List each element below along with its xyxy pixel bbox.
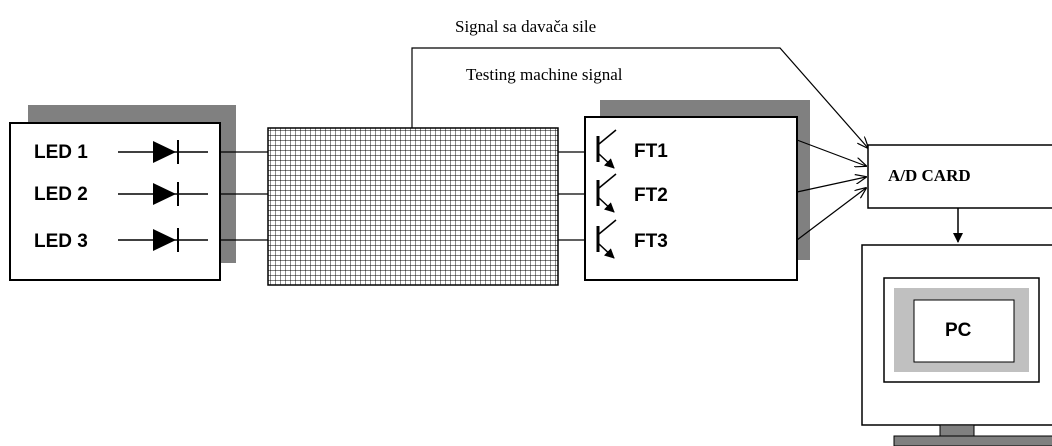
testing-machine-signal-label: Testing machine signal [466,65,623,84]
phototransistor-row: FT3 [596,219,668,259]
emitter [598,243,615,259]
led-row: LED 1 [34,140,208,164]
output-arrow [796,177,866,193]
output-arrow [796,188,866,241]
collector [598,219,617,235]
optical-grid [267,127,559,286]
ad-card-frame [867,144,1052,209]
phototransistor-label: FT2 [634,185,668,206]
signal-line [411,47,868,148]
led-row: LED 3 [34,228,208,252]
phototransistor-label: FT1 [634,141,668,162]
phototransistor-row: FT2 [596,173,668,213]
led-label: LED 1 [34,142,88,163]
ad-card-label: A/D CARD [888,166,971,185]
led-label: LED 2 [34,184,88,205]
pc: PC [861,244,1052,446]
pc-label: PC [945,320,972,341]
diode-icon [153,183,176,205]
force-sensor-signal-label: Signal sa davača sile [455,17,596,36]
output-arrow [796,139,866,166]
led-label: LED 3 [34,231,88,252]
diode-icon [153,141,176,163]
phototransistor-label: FT3 [634,231,668,252]
led-box-frame [9,122,221,281]
diode-icon [153,229,176,251]
led-box: LED 1 LED 2 LED 3 [9,105,236,281]
emitter [598,153,615,169]
pc-stand-neck [939,424,975,437]
emitter [598,197,615,213]
collector [598,129,617,145]
ad-card: A/D CARD [867,144,1052,209]
collector [598,173,617,189]
pc-stand-base [893,435,1052,446]
phototransistor-box-frame [584,116,798,281]
phototransistor-box: FT1 FT2 FT3 [584,100,810,281]
phototransistor-row: FT1 [596,129,668,169]
pc-screen-inner [913,299,1015,363]
led-row: LED 2 [34,182,208,206]
